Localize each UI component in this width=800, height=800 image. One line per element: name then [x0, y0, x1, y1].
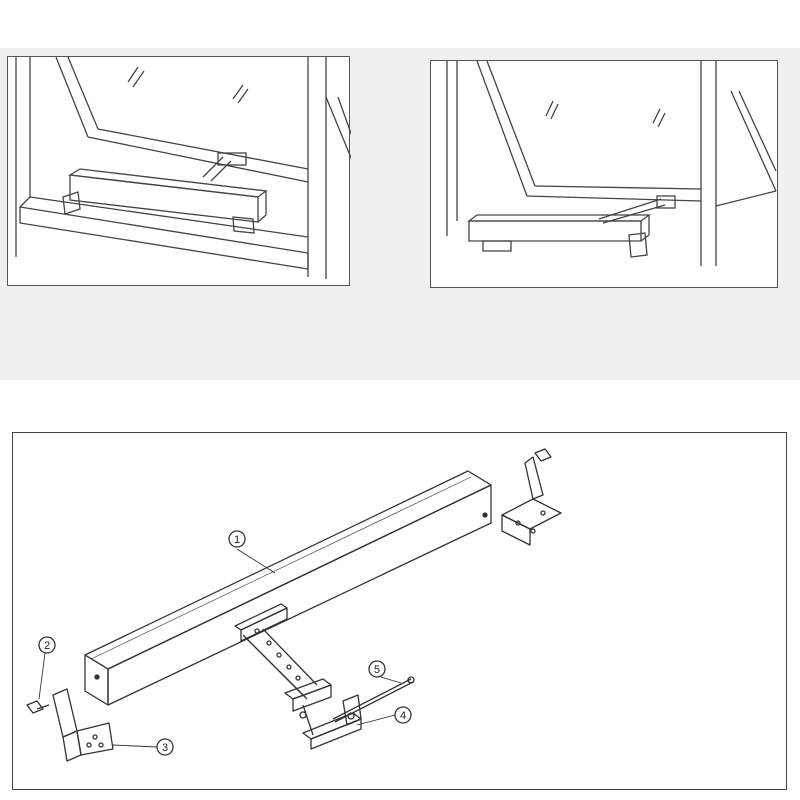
illustration-window-open	[430, 60, 778, 288]
front-bracket	[284, 678, 362, 750]
callout-4: 4	[400, 710, 406, 722]
window-open-drawing	[446, 61, 777, 266]
exploded-parts-drawing: 1 2 3 4 5	[26, 448, 562, 762]
callout-1: 1	[234, 534, 240, 546]
rear-bracket-right	[501, 448, 562, 546]
pin	[332, 676, 415, 723]
top-background	[0, 0, 800, 48]
chain-output	[234, 603, 318, 700]
illustration-window-top-hung	[7, 56, 351, 286]
left-bracket	[52, 688, 114, 762]
window-top-hung-drawing	[15, 57, 351, 279]
exploded-parts-diagram: 1 2 3 4 5	[12, 432, 787, 790]
callout-2: 2	[44, 640, 50, 652]
callout-3: 3	[162, 742, 168, 754]
actuator-body	[84, 470, 492, 706]
callout-5: 5	[374, 664, 380, 676]
screw	[26, 700, 50, 714]
